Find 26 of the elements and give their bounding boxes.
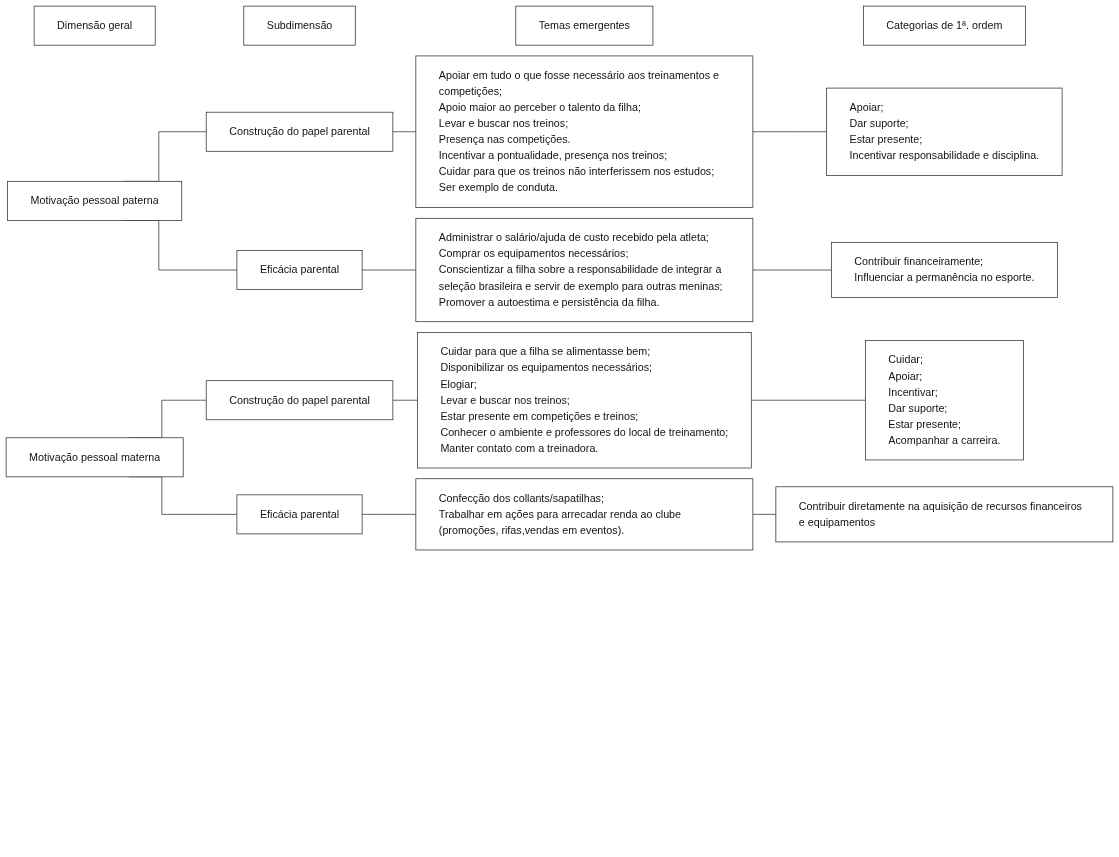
node-box: Motivação pessoal paterna — [7, 180, 183, 221]
node-box: Cuidar; Apoiar; Incentivar; Dar suporte; Estar presente; Acompanhar a carreira. — [864, 340, 1024, 461]
node-box: Subdimensão — [243, 5, 356, 46]
node-box: Eficácia parental — [236, 494, 363, 535]
node-box: Apoiar em tudo o que fosse necessário aos treinamentos e competições; Apoio maior ao perceber o talento da filha; Levar e buscar nos treinos; Presença nas competições. Incentivar a pontualidade, presença nos treinos; Cuidar para que os treinos não interferissem nos estudos; Ser exemplo de conduta. — [415, 55, 754, 208]
connector — [752, 513, 777, 515]
node-box: Cuidar para que a filha se alimentasse bem; Disponibilizar os equipamentos necessários; Elogiar; Levar e buscar nos treinos; Estar presente em competições e treinos; Conhecer o ambiente e professores do local de treinamento; Manter contato com a treinadora. — [417, 332, 752, 469]
connector — [361, 269, 417, 271]
node-box: Construção do papel parental — [205, 111, 394, 152]
node-box: Categorias de 1ª. ordem — [862, 5, 1026, 46]
node-box: Motivação pessoal materna — [5, 437, 184, 478]
node-box: Temas emergentes — [515, 5, 654, 46]
connector — [752, 269, 832, 271]
node-box: Construção do papel parental — [205, 380, 394, 421]
node-box: Apoiar; Dar suporte; Estar presente; Incentivar responsabilidade e disciplina. — [826, 87, 1063, 176]
node-box: Eficácia parental — [236, 250, 363, 290]
connector — [392, 131, 417, 133]
connector — [361, 513, 417, 515]
node-box: Administrar o salário/ajuda de custo recebido pela atleta; Comprar os equipamentos necessários; Conscientizar a filha sobre a responsabilidade de integrar a seleção brasileira e servir de exemplo para outras meninas; Promover a autoestima e persistência da filha. — [415, 217, 754, 323]
connector — [392, 399, 418, 401]
node-box: Confecção dos collants/sapatilhas; Trabalhar em ações para arrecadar renda ao clube (promoções, rifas,vendas em eventos). — [415, 478, 754, 551]
connector — [750, 399, 866, 401]
node-box: Dimensão geral — [33, 5, 156, 46]
connector — [752, 131, 827, 133]
node-box: Contribuir financeiramente; Influenciar a permanência no esporte. — [830, 242, 1058, 298]
node-box: Contribuir diretamente na aquisição de recursos financeiros e equipamentos — [775, 486, 1114, 543]
